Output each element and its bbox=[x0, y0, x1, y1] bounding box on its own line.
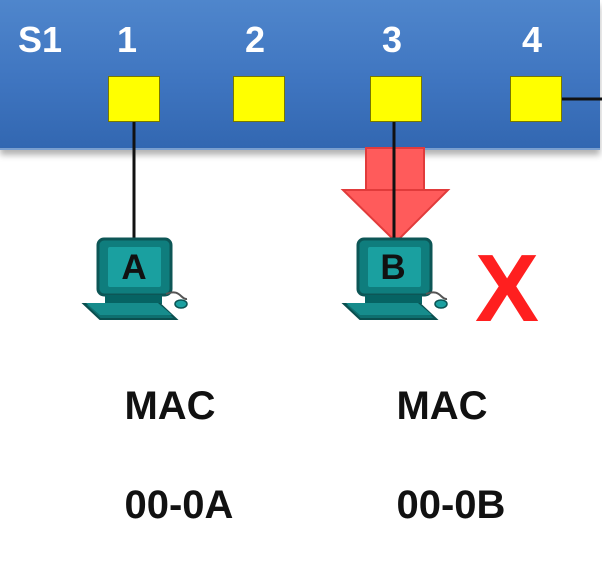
switch-name: S1 bbox=[18, 19, 63, 60]
diagram-overlay: A B bbox=[81, 97, 602, 320]
host-a-mac-block: MAC 00-0A bbox=[80, 332, 233, 580]
host-a-mac-value: 00-0A bbox=[124, 482, 234, 527]
host-a-mac-label: MAC bbox=[124, 383, 216, 428]
pc-letter-a: A bbox=[121, 248, 146, 287]
pc-letter-b: B bbox=[380, 248, 405, 287]
switch-port-3 bbox=[370, 76, 422, 122]
desktop-computer-icon: A bbox=[81, 237, 188, 320]
switch-port-1 bbox=[108, 76, 160, 122]
desktop-computer-icon: B bbox=[341, 237, 448, 320]
switch-port-2 bbox=[233, 76, 285, 122]
x-mark-icon: X bbox=[475, 235, 540, 342]
switch-s1: S1 1 2 3 4 bbox=[0, 0, 600, 150]
port-number-1: 1 bbox=[116, 19, 138, 60]
switch-port-4 bbox=[510, 76, 562, 122]
port-number-3: 3 bbox=[381, 19, 403, 60]
host-b-mac-value: 00-0B bbox=[396, 482, 506, 527]
port-number-2: 2 bbox=[244, 19, 266, 60]
host-b-mac-block: MAC 00-0B bbox=[352, 332, 505, 580]
host-b-mac-label: MAC bbox=[396, 383, 488, 428]
network-diagram: S1 1 2 3 4 A bbox=[0, 0, 602, 527]
port-number-4: 4 bbox=[521, 19, 543, 60]
